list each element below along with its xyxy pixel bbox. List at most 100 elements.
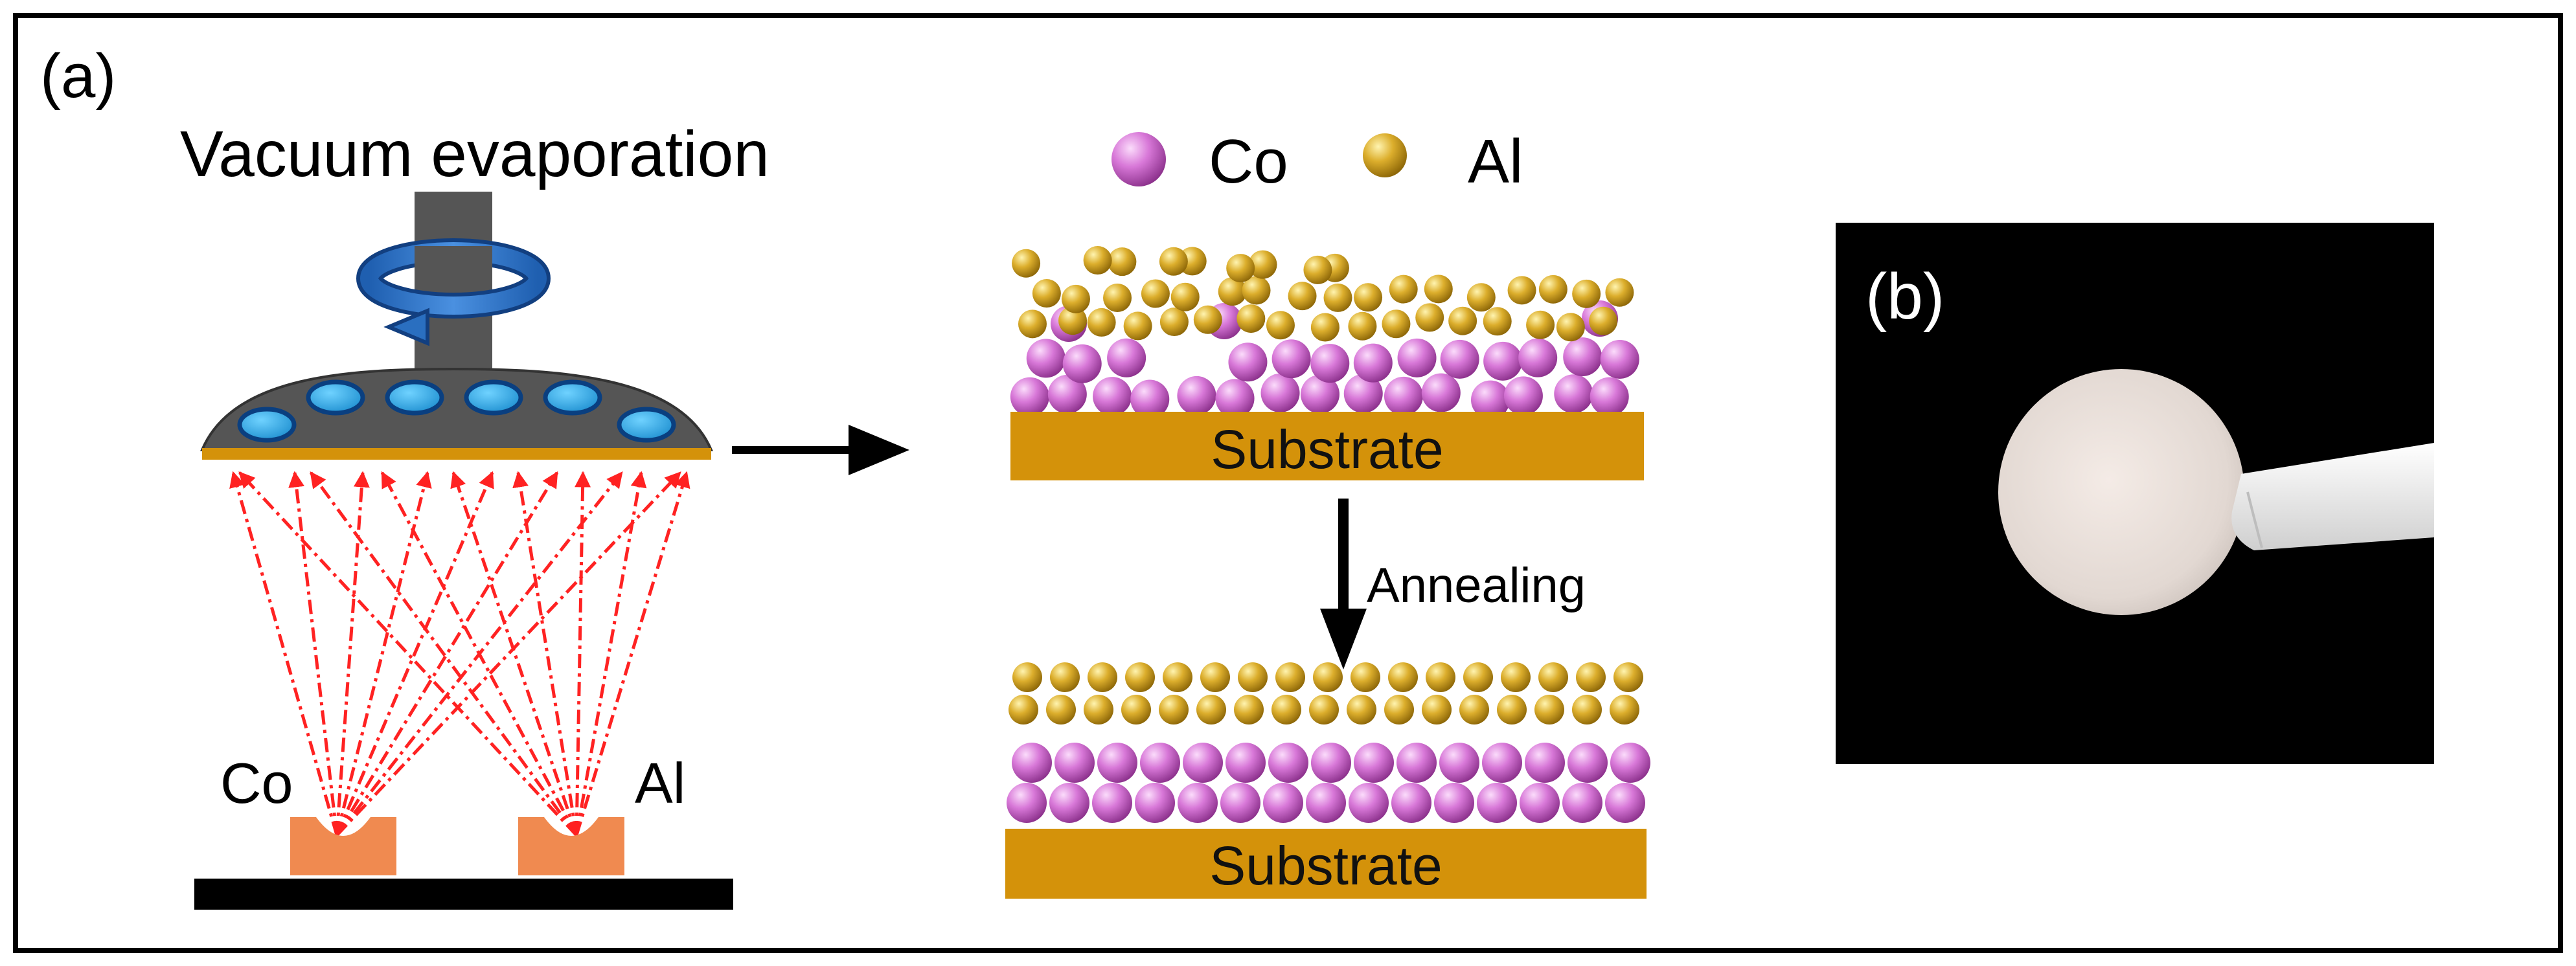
al-atom <box>1382 309 1411 339</box>
al-atom <box>1237 304 1266 333</box>
source-co-label: Co <box>220 751 293 815</box>
holder-plate <box>202 448 711 460</box>
co-atom <box>1183 743 1223 783</box>
co-atom <box>1482 743 1522 783</box>
al-atom <box>1572 279 1601 308</box>
annealing-label: Annealing <box>1367 558 1586 613</box>
al-atom <box>1348 311 1377 341</box>
al-atom <box>1088 662 1117 692</box>
al-atom <box>1497 695 1527 724</box>
al-atom <box>1448 306 1477 335</box>
co-atom <box>1012 743 1052 783</box>
al-atom <box>1526 310 1555 339</box>
vapor-flux-arrows <box>229 471 690 837</box>
wafer <box>237 407 297 443</box>
al-atom <box>1613 662 1643 692</box>
al-atom <box>1238 662 1268 692</box>
substrate-top-label: Substrate <box>1211 419 1444 480</box>
co-atom <box>1047 374 1087 414</box>
panel-a-label: (a) <box>40 41 116 111</box>
legend-co-label: Co <box>1209 127 1288 196</box>
co-atom <box>1260 373 1300 412</box>
al-atom <box>1426 662 1455 692</box>
al-atom <box>1483 307 1512 336</box>
evaporator-schematic: Co Al <box>194 192 733 910</box>
co-atom-layer <box>1007 743 1650 823</box>
co-atom <box>1049 783 1089 823</box>
co-atom <box>1439 743 1479 783</box>
al-atom <box>1159 247 1188 276</box>
al-atom <box>1466 283 1496 312</box>
al-atom <box>1605 278 1634 307</box>
co-atom <box>1097 743 1137 783</box>
al-atom <box>1163 662 1192 692</box>
co-atom <box>1215 379 1255 418</box>
al-atom <box>1271 695 1301 724</box>
co-atom <box>1353 343 1393 383</box>
al-atom <box>1463 662 1493 692</box>
co-atom <box>1268 743 1308 783</box>
source-al-label: Al <box>635 751 685 815</box>
al-atom <box>1572 695 1602 724</box>
co-atom <box>1310 344 1350 383</box>
al-atom <box>1226 254 1255 283</box>
crucible-al <box>518 817 624 875</box>
crucible-co <box>290 817 396 875</box>
co-atom <box>1263 783 1303 823</box>
co-atom <box>1391 783 1431 823</box>
annealed-film: Substrate <box>1005 662 1650 899</box>
al-atom <box>1538 662 1568 692</box>
substrate-bottom <box>1005 829 1647 899</box>
co-atom <box>1010 377 1049 416</box>
co-atom <box>1503 376 1543 416</box>
co-atom <box>1306 783 1346 823</box>
co-atom <box>1396 743 1437 783</box>
al-atom <box>1347 695 1376 724</box>
co-atom <box>1311 743 1351 783</box>
panel-a: (a) Vacuum evaporation <box>40 41 1650 910</box>
al-atom <box>1200 662 1230 692</box>
as-deposited-film: Substrate <box>1010 246 1644 480</box>
co-atom <box>1354 743 1394 783</box>
wafer <box>464 379 523 416</box>
al-atom <box>1303 255 1332 284</box>
co-atom <box>1434 783 1474 823</box>
co-atom <box>1440 339 1479 379</box>
panel-b-label: (b) <box>1865 260 1944 333</box>
al-atom <box>1018 309 1047 339</box>
al-atom <box>1288 282 1317 311</box>
co-atom <box>1397 338 1437 377</box>
al-atom <box>1589 306 1618 335</box>
al-atom <box>1384 695 1414 724</box>
al-atom <box>1103 283 1132 312</box>
process-arrow <box>732 425 909 475</box>
co-atom <box>1477 783 1517 823</box>
co-atom <box>1093 377 1132 416</box>
al-atom <box>1218 277 1247 306</box>
al-atom <box>1087 308 1116 337</box>
co-atom <box>1178 783 1218 823</box>
al-atom <box>1424 275 1453 304</box>
co-atom <box>1343 374 1383 413</box>
wafers <box>237 379 676 443</box>
wafer <box>543 379 602 416</box>
al-atom <box>1415 303 1444 332</box>
al-atom <box>1108 247 1137 276</box>
al-atom <box>1556 313 1585 342</box>
al-atom <box>1459 695 1489 724</box>
al-atom <box>1009 695 1038 724</box>
al-atom <box>1351 662 1380 692</box>
al-atom <box>1058 306 1088 335</box>
al-atom <box>1354 283 1383 312</box>
vacuum-evaporation-title: Vacuum evaporation <box>180 118 769 190</box>
al-atom <box>1576 662 1606 692</box>
co-atom <box>1271 339 1311 379</box>
al-atom <box>1534 695 1564 724</box>
co-atom <box>1610 743 1650 783</box>
co-atom <box>1135 783 1175 823</box>
wafer <box>617 407 676 443</box>
al-atom <box>1388 662 1418 692</box>
al-atom <box>1193 305 1222 334</box>
legend-al-label: Al <box>1468 127 1523 196</box>
